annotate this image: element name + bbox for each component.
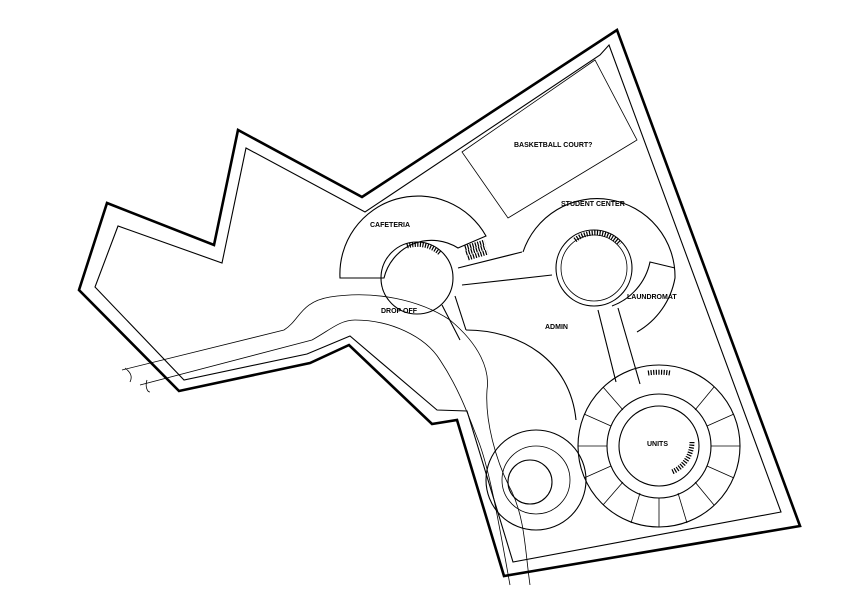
label-basketball-court: BASKETBALL COURT? (514, 142, 592, 149)
drop-off-road-upper (121, 294, 531, 586)
label-cafeteria: CAFETERIA (370, 222, 410, 229)
site-boundary-outer (77, 28, 802, 578)
roundabout-inner (507, 459, 553, 505)
laundromat-connector (597, 307, 641, 385)
units-radial-walls (578, 386, 740, 527)
units-core (618, 405, 700, 487)
label-drop-off: DROP OFF (381, 308, 418, 315)
student-center-core (555, 229, 633, 307)
cafeteria-building (339, 195, 487, 279)
cafeteria-stair (406, 241, 442, 255)
admin-building-edge (465, 329, 577, 421)
cafeteria-stair-block (464, 239, 489, 261)
student-center-core-inner (560, 234, 628, 302)
label-laundromat: LAUNDROMAT (627, 294, 677, 301)
drop-off-road-end (124, 367, 151, 393)
units-stair (670, 441, 695, 475)
drop-off-road-lower (139, 319, 511, 586)
student-center-wing (611, 261, 676, 307)
student-center-stair (573, 230, 622, 246)
student-center-building (522, 198, 676, 333)
roundabout-outer (485, 429, 587, 531)
cafeteria-core (380, 241, 454, 315)
units-top-stair (647, 369, 671, 376)
label-admin: ADMIN (545, 324, 568, 331)
roundabout-mid (501, 445, 571, 515)
basketball-court (461, 59, 638, 219)
walkway-admin (441, 295, 467, 341)
label-units: UNITS (647, 441, 668, 448)
label-student-center: STUDENT CENTER (561, 201, 625, 208)
walkway-cafeteria-student (457, 251, 553, 286)
site-boundary-inner (94, 43, 782, 563)
